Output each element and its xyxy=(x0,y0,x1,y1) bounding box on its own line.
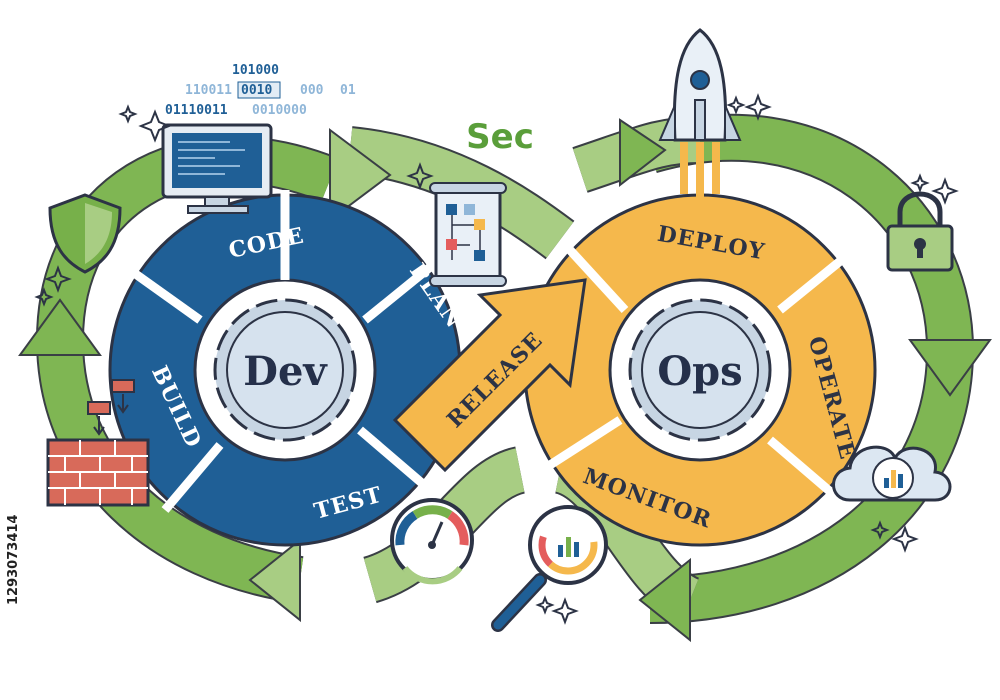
blueprint-icon xyxy=(429,182,507,287)
gauge-icon xyxy=(390,498,474,585)
ops-gear-icon xyxy=(628,298,772,442)
shield-icon xyxy=(48,193,122,274)
dev-center-label: Dev xyxy=(243,348,328,395)
svg-text:0010000: 0010000 xyxy=(252,103,307,118)
svg-text:01110011: 01110011 xyxy=(165,103,228,118)
ops-center-label: Ops xyxy=(657,348,742,395)
svg-text:101000: 101000 xyxy=(232,63,279,78)
sec-label: Sec xyxy=(466,117,534,157)
cloud-chart-icon xyxy=(832,445,952,502)
rocket-icon xyxy=(658,28,742,200)
magnifier-chart-icon xyxy=(491,505,608,632)
lock-icon xyxy=(886,191,954,272)
svg-text:0010: 0010 xyxy=(241,83,272,98)
dev-gear-icon xyxy=(213,298,357,442)
svg-text:01: 01 xyxy=(340,83,356,98)
brick-wall-icon xyxy=(46,379,150,507)
svg-text:110011: 110011 xyxy=(185,83,232,98)
stock-id: 1293073414 xyxy=(6,514,21,605)
computer-icon xyxy=(161,123,273,214)
svg-text:000: 000 xyxy=(300,83,324,98)
release-arrow xyxy=(392,278,587,473)
sparkle-icons xyxy=(34,93,959,625)
binary-code: 101000 110011 0010 000 01 01110011 00100… xyxy=(165,63,356,118)
